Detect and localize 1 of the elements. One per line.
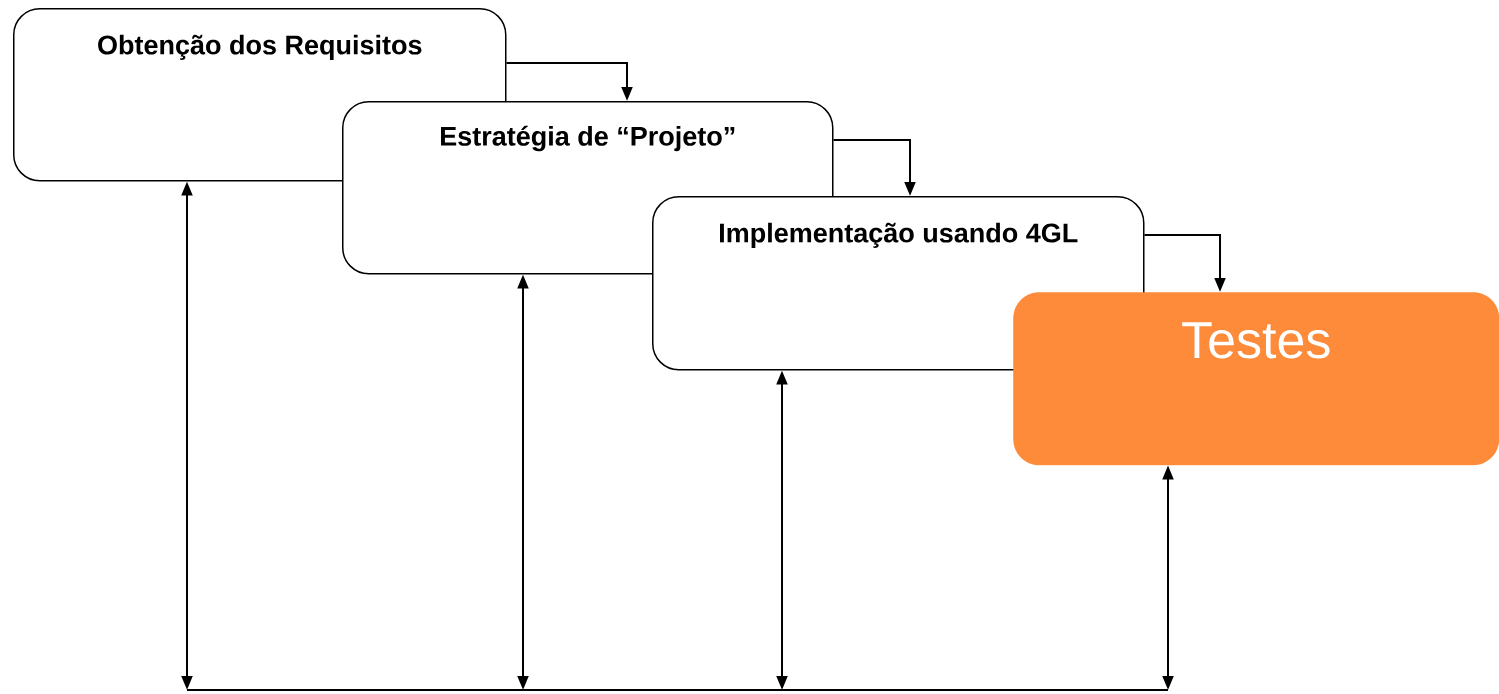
highlighted-step-box: Testes [1013, 292, 1499, 466]
